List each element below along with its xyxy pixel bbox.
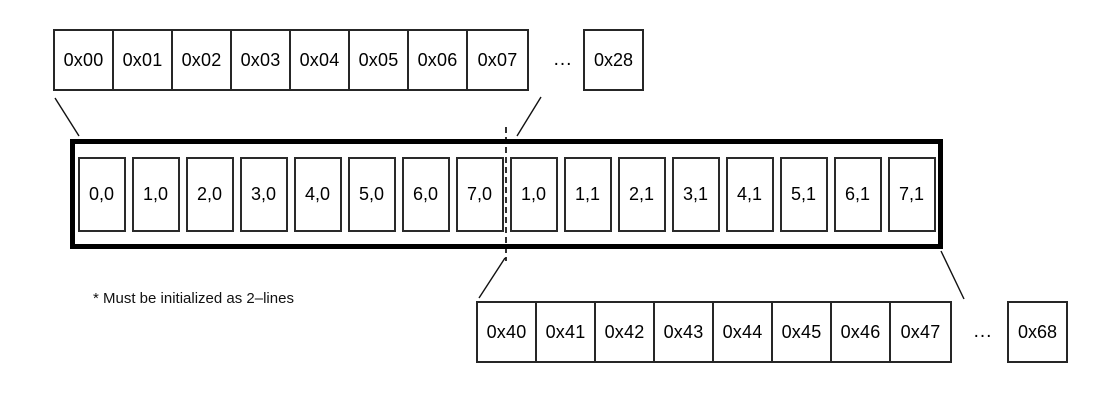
line-buffer-box: 0,0 1,0 2,0 3,0 4,0 5,0 6,0 7,0 1,0 1,1 … (70, 139, 943, 249)
bottom-row-ellipsis: ... (973, 321, 993, 342)
buffer-cell: 5,0 (347, 156, 396, 232)
bottom-memory-row: 0x40 0x41 0x42 0x43 0x44 0x45 0x46 0x47 (476, 301, 952, 363)
buffer-cell: 4,1 (725, 156, 774, 232)
buffer-cell: 1,0 (131, 156, 180, 232)
memory-cell: 0x05 (350, 31, 409, 89)
memory-cell: 0x40 (478, 303, 537, 361)
connector-line-bottom-left (478, 257, 506, 299)
memory-cell: 0x04 (291, 31, 350, 89)
top-memory-row: 0x00 0x01 0x02 0x03 0x04 0x05 0x06 0x07 (53, 29, 529, 91)
memory-cell: 0x07 (477, 49, 518, 70)
memory-cell: 0x45 (773, 303, 832, 361)
memory-cell-0x28: 0x28 (583, 29, 644, 91)
memory-cell-0x68: 0x68 (1007, 301, 1068, 363)
buffer-cell: 4,0 (293, 156, 342, 232)
buffer-cell: 7,0 (455, 156, 504, 232)
memory-cell: 0x02 (173, 31, 232, 89)
memory-cell: 0x47 (900, 321, 941, 342)
buffer-cell: 0,0 (77, 156, 126, 232)
memory-cell: 0x00 (55, 31, 114, 89)
connector-line-top-left (54, 97, 80, 137)
memory-cell: 0x41 (537, 303, 596, 361)
buffer-cell: 2,1 (617, 156, 666, 232)
buffer-cell: 6,0 (401, 156, 450, 232)
memory-cell: 0x44 (714, 303, 773, 361)
top-row-ellipsis: ... (553, 49, 573, 70)
memory-cell: 0x01 (114, 31, 173, 89)
memory-cell: 0x03 (232, 31, 291, 89)
memory-cell: 0x42 (596, 303, 655, 361)
buffer-cell: 1,1 (563, 156, 612, 232)
buffer-cell: 2,0 (185, 156, 234, 232)
buffer-cell: 5,1 (779, 156, 828, 232)
memory-cell: 0x46 (832, 303, 891, 361)
connector-line-top-right (516, 96, 542, 137)
buffer-cell: 3,0 (239, 156, 288, 232)
memory-cell: 0x06 (409, 31, 468, 89)
buffer-cell: 7,1 (887, 156, 936, 232)
footnote: * Must be initialized as 2–lines (93, 290, 294, 307)
connector-line-bottom-right (940, 250, 965, 300)
memory-cell: 0x43 (655, 303, 714, 361)
buffer-cell: 3,1 (671, 156, 720, 232)
buffer-cell: 1,0 (509, 156, 558, 232)
buffer-cell: 6,1 (833, 156, 882, 232)
